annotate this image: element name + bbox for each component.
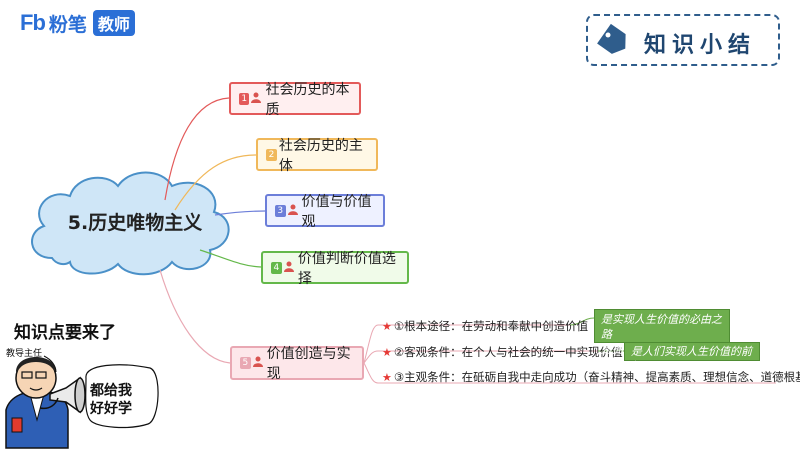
note-1: 是实现人生价值的必由之路 是拥有幸福人生的根本途径 bbox=[594, 309, 730, 371]
note-2: 是人们实现人生价值的前提 bbox=[624, 342, 760, 373]
branch-label: 社会历史的主体 bbox=[278, 137, 363, 174]
teacher-illustration bbox=[5, 355, 159, 449]
person-icon bbox=[287, 203, 298, 219]
teacher-role-label: 教导主任 bbox=[6, 349, 43, 359]
branch-label: 价值判断价值选择 bbox=[297, 250, 396, 287]
branch-number-badge: 4 bbox=[271, 261, 282, 274]
speech-line: 好好学 bbox=[90, 401, 132, 417]
sub-item-2: ★ ②客观条件：在个人与社会的统一中实现价值 bbox=[382, 344, 623, 360]
branch-label: 社会历史的本质 bbox=[265, 81, 350, 118]
connector-3 bbox=[214, 210, 266, 216]
connector-1 bbox=[164, 97, 230, 201]
branch-number-badge: 3 bbox=[275, 204, 286, 217]
speech-line: 都给我 bbox=[90, 383, 132, 399]
sub-item-text: ①根本途径：在劳动和奉献中创造价值 bbox=[393, 319, 589, 333]
star-icon: ★ bbox=[382, 370, 392, 384]
logo-mark: Fb bbox=[20, 10, 46, 35]
center-topic: 5.历史唯物主义 bbox=[67, 212, 203, 234]
star-icon: ★ bbox=[382, 345, 392, 359]
branch-number-badge: 5 bbox=[240, 357, 251, 369]
knowledge-summary-title: 知识小结 bbox=[644, 32, 757, 58]
branch-label: 价值与价值观 bbox=[301, 193, 372, 230]
sub-item-text: ②客观条件：在个人与社会的统一中实现价值 bbox=[393, 345, 623, 359]
logo-tag: 教师 bbox=[92, 10, 135, 36]
sub-connector-2 bbox=[363, 350, 598, 364]
person-icon bbox=[283, 260, 294, 276]
knowledge-headline: 知识点要来了 bbox=[14, 323, 116, 343]
sub-item-1: ★ ①根本途径：在劳动和奉献中创造价值 bbox=[382, 318, 588, 334]
person-icon bbox=[251, 91, 262, 107]
note-line: 是实现人生价值的必由之路 bbox=[601, 313, 722, 341]
star-icon: ★ bbox=[382, 319, 392, 333]
connector-2 bbox=[174, 154, 257, 211]
sub-item-3: ★ ③主观条件：在砥砺自我中走向成功（奋斗精神、提高素质、理想信念、道德根基） bbox=[382, 369, 800, 385]
knowledge-summary-box: 知识小结 bbox=[586, 14, 780, 66]
connector-4 bbox=[199, 249, 262, 268]
sub-connector-1 bbox=[363, 324, 570, 364]
branch-node-4[interactable]: 4 价值判断价值选择 bbox=[261, 251, 409, 287]
connector-5 bbox=[159, 269, 231, 364]
tag-icon bbox=[597, 23, 626, 54]
branch-number-badge: 2 bbox=[266, 148, 277, 161]
person-icon bbox=[252, 355, 263, 371]
branch-node-3[interactable]: 3 价值与价值观 bbox=[265, 194, 385, 230]
branch-node-2[interactable]: 2 社会历史的主体 bbox=[256, 138, 378, 174]
sub-connector-3 bbox=[363, 362, 776, 384]
cloud-shape bbox=[31, 171, 230, 276]
branch-number-badge: 1 bbox=[239, 92, 250, 105]
logo-brand: 粉笔 bbox=[48, 13, 87, 36]
fenbi-logo: Fb 粉笔 教师 bbox=[20, 10, 135, 36]
note-link-1 bbox=[569, 317, 595, 326]
note-line: 是人们实现人生价值的前提 bbox=[631, 345, 752, 373]
branch-node-5[interactable]: 5 价值创造与实现 bbox=[230, 346, 364, 382]
sub-item-text: ③主观条件：在砥砺自我中走向成功（奋斗精神、提高素质、理想信念、道德根基） bbox=[393, 370, 800, 384]
branch-node-1[interactable]: 1 社会历史的本质 bbox=[229, 82, 361, 118]
speech-bubble-text: 都给我 好好学 bbox=[90, 382, 160, 418]
branch-label: 价值创造与实现 bbox=[266, 346, 351, 382]
